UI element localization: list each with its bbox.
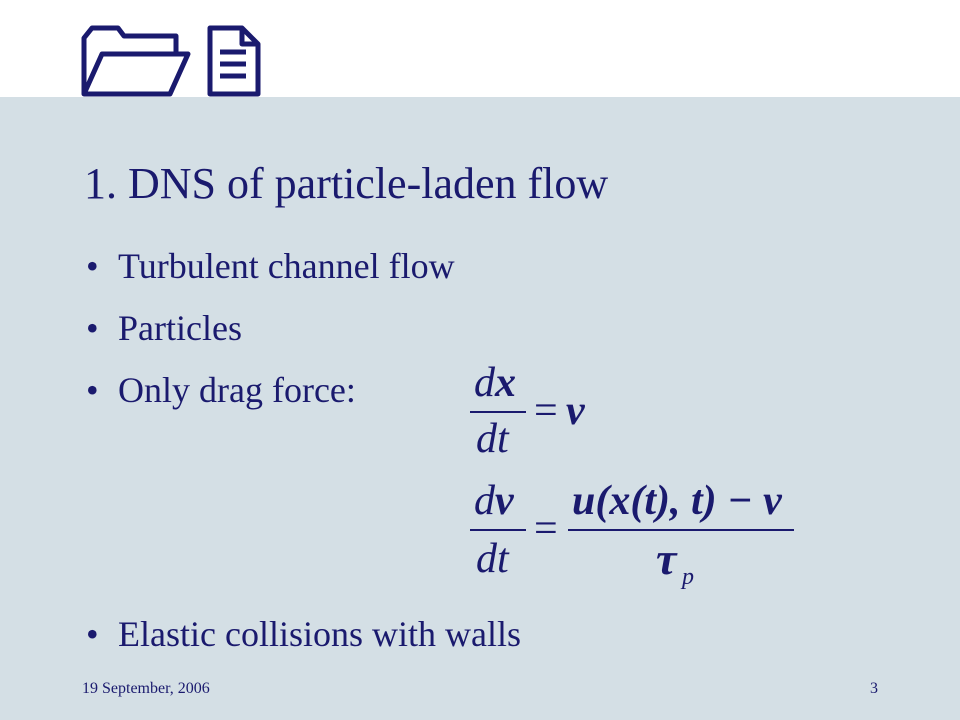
eq1-den: dt [476, 416, 510, 462]
eq1-equals: = [534, 388, 558, 434]
eq1-rhs: v [566, 388, 586, 434]
header-band [0, 0, 960, 97]
slide-background [0, 97, 960, 720]
eq2-num-d: d [474, 478, 496, 524]
folder-icon [81, 25, 191, 97]
svg-text:dv: dv [474, 478, 515, 524]
logo [81, 25, 261, 97]
eq2-rhs-num: u(x(t), t) − v [572, 478, 783, 524]
page-number: 3 [870, 680, 878, 697]
svg-text:dx: dx [474, 360, 516, 406]
eq2-den: dt [476, 536, 510, 582]
eq1-num-d: d [474, 360, 496, 406]
eq1-num-var: x [494, 360, 516, 406]
equation-velocity: dv dt = u(x(t), t) − v τ p [470, 478, 794, 590]
footer-date: 19 September, 2006 [82, 680, 210, 697]
slide-title: 1. DNS of particle-laden flow [84, 159, 609, 208]
document-icon [207, 25, 261, 97]
eq2-equals: = [534, 506, 558, 552]
equation-position: dx dt = v [470, 360, 586, 462]
eq2-rhs-den-sub: p [680, 564, 694, 590]
eq2-rhs-den: τ [656, 533, 678, 584]
eq2-num-var: v [495, 478, 515, 524]
